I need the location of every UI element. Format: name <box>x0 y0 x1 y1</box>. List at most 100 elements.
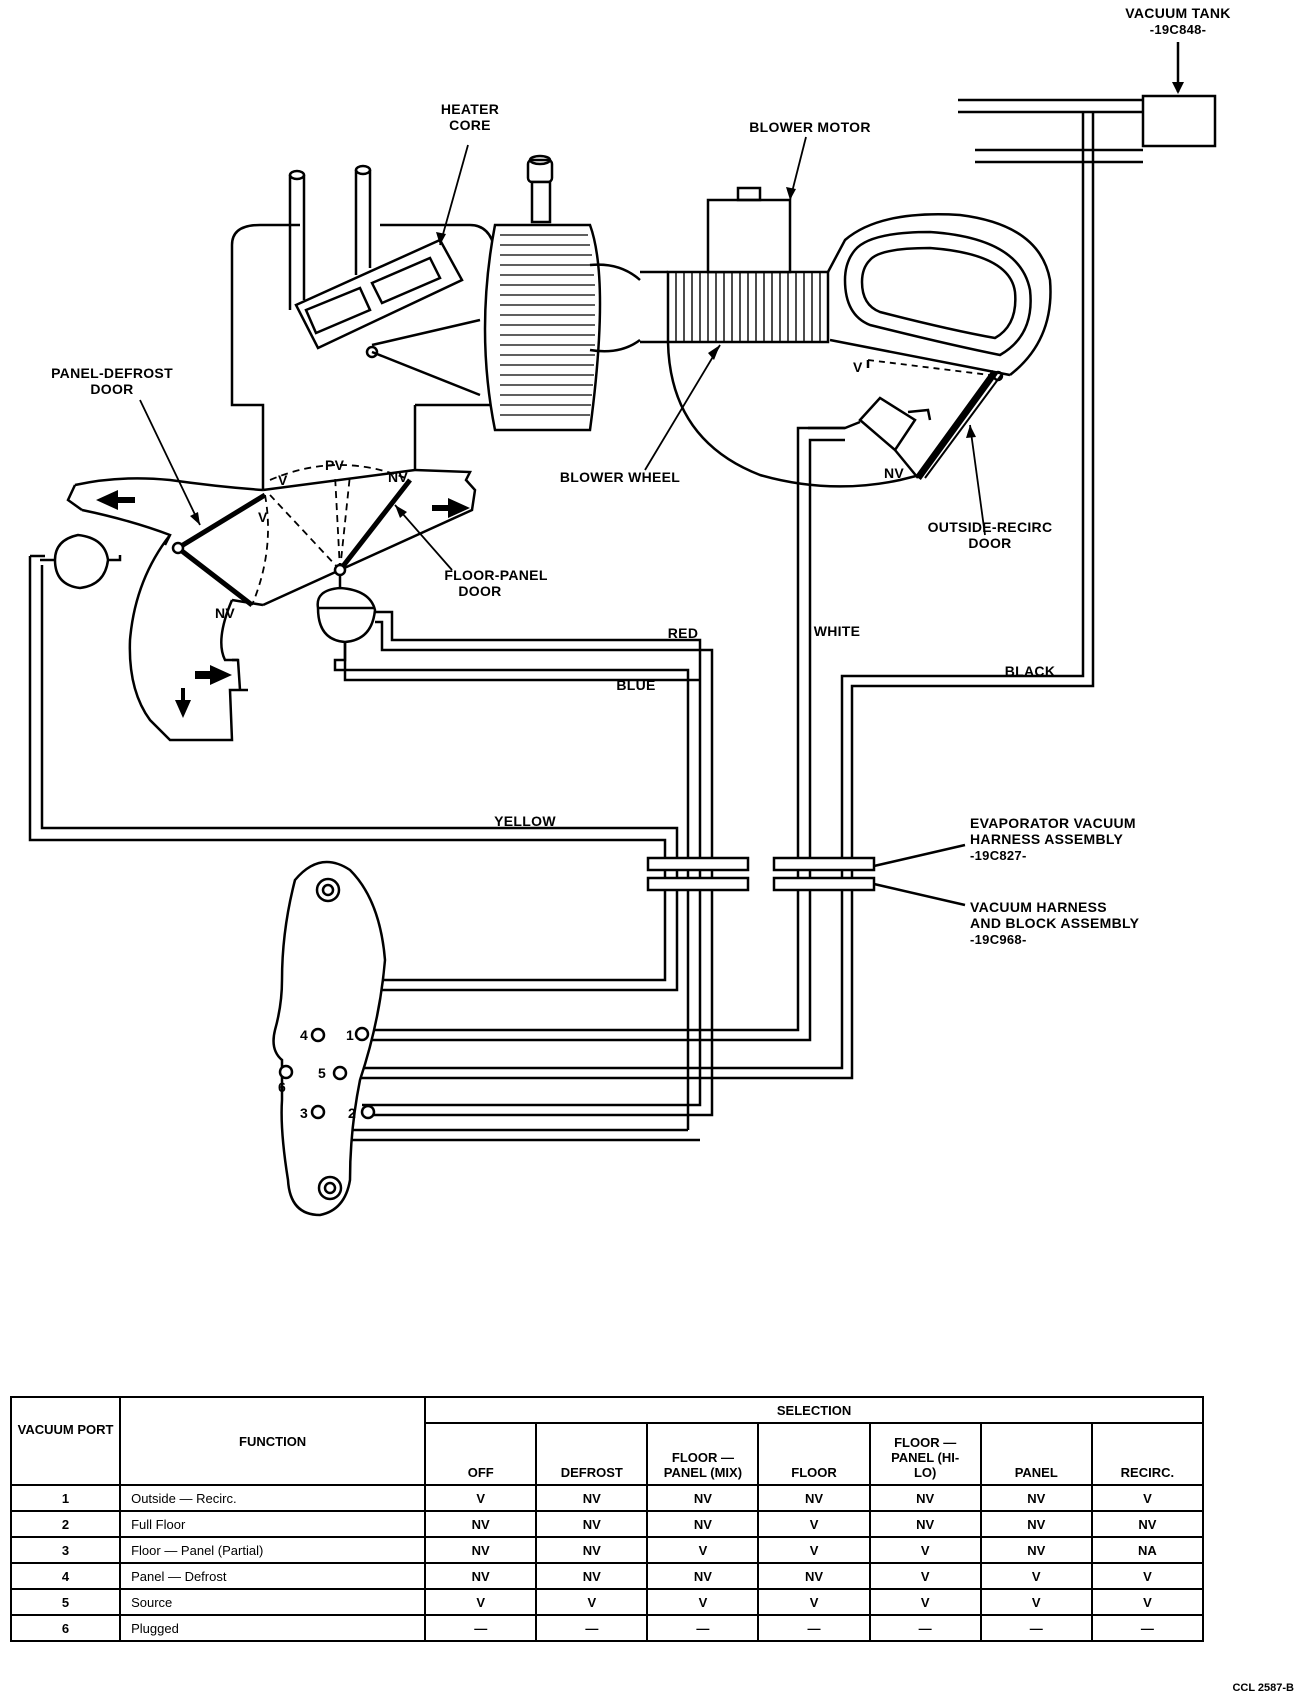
function-cell: Panel — Defrost <box>119 1562 427 1590</box>
value-cell: V <box>646 1536 760 1564</box>
door-state-nv-1: NV <box>388 469 408 485</box>
leader-arrowheads <box>190 187 976 525</box>
value-cell: V <box>424 1588 538 1616</box>
value-cell: V <box>868 1536 982 1564</box>
table-row: 4 Panel — Defrost NV NV NV NV V V V <box>9 1562 1205 1590</box>
white-hose-label: WHITE <box>814 623 861 639</box>
vacuum-tank <box>958 42 1217 164</box>
floor-panel-door <box>269 464 412 577</box>
blower-motor <box>706 186 792 274</box>
figure-code: CCL 2587-B <box>1232 1682 1294 1694</box>
port-3-label: 3 <box>300 1105 308 1121</box>
value-cell: NV <box>979 1484 1093 1512</box>
value-cell: V <box>868 1562 982 1590</box>
door-state-pv: PV <box>325 457 345 473</box>
value-cell: NV <box>535 1484 649 1512</box>
port-cell: 5 <box>9 1588 122 1616</box>
value-cell: NV <box>868 1510 982 1538</box>
blower-motor-label: BLOWER MOTOR <box>749 119 871 135</box>
floor-panel-door-label-line2: DOOR <box>458 583 501 599</box>
value-cell: — <box>535 1614 649 1642</box>
floor-panel-actuator <box>316 575 714 1130</box>
harness-block-label-line1: VACUUM HARNESS <box>970 899 1107 915</box>
column-header: FLOOR — PANEL (MIX) <box>646 1422 760 1486</box>
function-cell: Outside — Recirc. <box>119 1484 427 1512</box>
blue-hose-label: BLUE <box>616 677 655 693</box>
value-cell: — <box>757 1614 871 1642</box>
evaporator-harness-label-line2: HARNESS ASSEMBLY <box>970 831 1123 847</box>
column-header: PANEL <box>979 1422 1093 1486</box>
value-cell: NA <box>1090 1536 1205 1564</box>
value-cell: V <box>868 1588 982 1616</box>
panel-defrost-door <box>171 492 269 607</box>
floor-panel-door-label-line1: FLOOR-PANEL <box>444 567 548 583</box>
value-cell: NV <box>646 1510 760 1538</box>
value-cell: NV <box>757 1484 871 1512</box>
heater-housing <box>230 223 497 490</box>
heater-box <box>483 223 641 432</box>
value-cell: V <box>424 1484 538 1512</box>
value-cell: — <box>979 1614 1093 1642</box>
value-cell: NV <box>535 1536 649 1564</box>
value-cell: V <box>979 1562 1093 1590</box>
value-cell: NV <box>979 1510 1093 1538</box>
column-header: FLOOR — PANEL (HI-LO) <box>868 1422 982 1486</box>
blower-wheel-label: BLOWER WHEEL <box>560 469 680 485</box>
value-cell: V <box>646 1588 760 1616</box>
value-cell: NV <box>868 1484 982 1512</box>
evaporator-harness-label-line3: -19C827- <box>970 848 1027 863</box>
table-row: 3 Floor — Panel (Partial) NV NV V V V NV… <box>9 1536 1205 1564</box>
door-state-v-2: V <box>258 509 268 525</box>
table-row: 6 Plugged — — — — — — — <box>9 1614 1205 1642</box>
red-hose-label: RED <box>668 625 698 641</box>
outside-recirc-door <box>866 359 1004 481</box>
value-cell: NV <box>535 1562 649 1590</box>
heater-core-label-line1: HEATER <box>441 101 499 117</box>
panel-defrost-door-label-line1: PANEL-DEFROST <box>51 365 173 381</box>
function-cell: Full Floor <box>119 1510 427 1538</box>
port-2-label: 2 <box>348 1105 356 1121</box>
leader-lines <box>139 136 986 571</box>
selector-plate <box>272 860 387 1217</box>
value-cell: V <box>979 1588 1093 1616</box>
value-cell: V <box>1090 1562 1205 1590</box>
value-cell: NV <box>424 1536 538 1564</box>
door-state-v-1: V <box>278 472 288 488</box>
port-cell: 2 <box>9 1510 122 1538</box>
column-header: RECIRC. <box>1090 1422 1205 1486</box>
value-cell: — <box>424 1614 538 1642</box>
panel-defrost-door-label-line2: DOOR <box>90 381 133 397</box>
selection-header: SELECTION <box>424 1396 1204 1424</box>
distribution-ducts <box>66 468 477 742</box>
blower-housing <box>666 213 1052 488</box>
table-row: 1 Outside — Recirc. V NV NV NV NV NV V <box>9 1484 1205 1512</box>
vacuum-port-header: VACUUM PORT <box>9 1396 122 1486</box>
value-cell: NV <box>535 1510 649 1538</box>
blower-wheel <box>640 270 830 344</box>
value-cell: V <box>535 1588 649 1616</box>
port-6-label: 6 <box>278 1079 286 1095</box>
value-cell: V <box>757 1588 871 1616</box>
airflow-arrows <box>96 490 470 718</box>
value-cell: NV <box>979 1536 1093 1564</box>
port-4-label: 4 <box>300 1027 308 1043</box>
black-hose-label: BLACK <box>1005 663 1056 679</box>
harness-blocks <box>646 843 966 907</box>
white-hose <box>352 426 845 1042</box>
port-1-label: 1 <box>346 1027 354 1043</box>
harness-block-label-line2: AND BLOCK ASSEMBLY <box>970 915 1140 931</box>
harness-block-label-line3: -19C968- <box>970 932 1027 947</box>
function-header: FUNCTION <box>119 1396 427 1486</box>
function-cell: Source <box>119 1588 427 1616</box>
door-state-nv-2: NV <box>215 605 235 621</box>
vacuum-tank-label: VACUUM TANK <box>1125 5 1230 21</box>
value-cell: NV <box>646 1562 760 1590</box>
port-cell: 3 <box>9 1536 122 1564</box>
table-row: 5 Source V V V V V V V <box>9 1588 1205 1616</box>
value-cell: V <box>757 1510 871 1538</box>
value-cell: NV <box>646 1484 760 1512</box>
heater-core-pipes <box>288 164 372 310</box>
table-row: 2 Full Floor NV NV NV V NV NV NV <box>9 1510 1205 1538</box>
port-cell: 1 <box>9 1484 122 1512</box>
port-5-label: 5 <box>318 1065 326 1081</box>
